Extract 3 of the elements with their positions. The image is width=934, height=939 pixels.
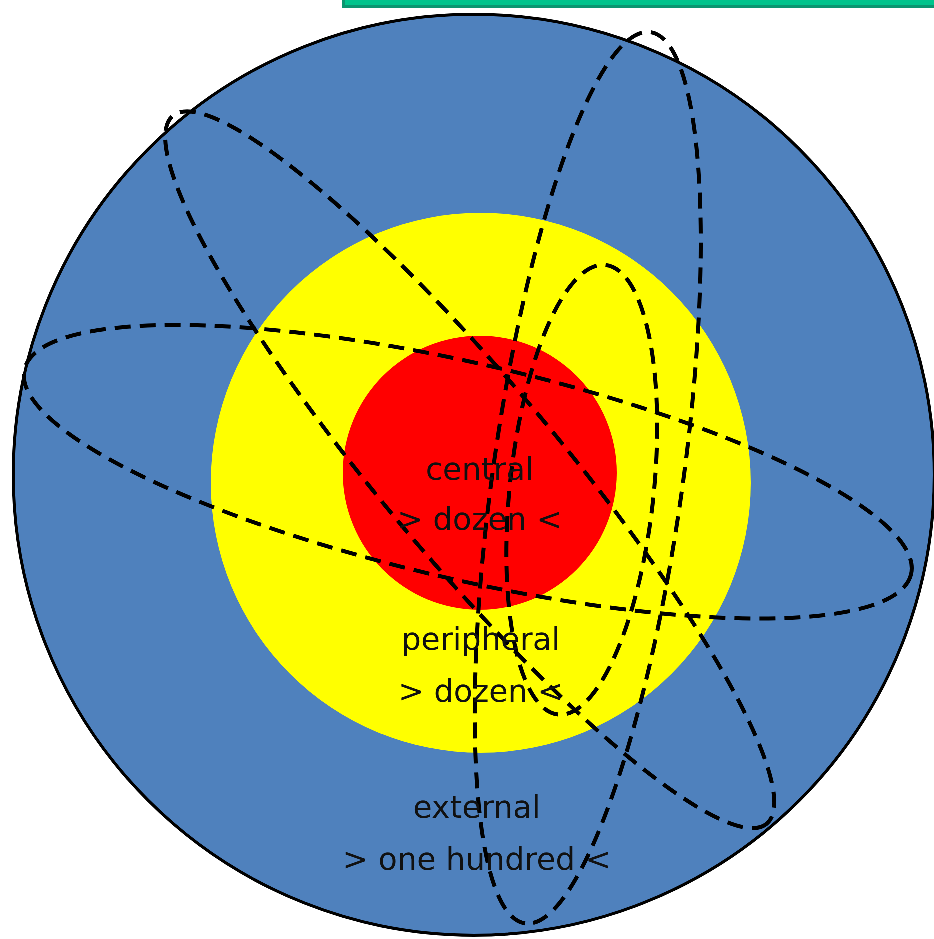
count-label: > one hundred < — [342, 845, 612, 876]
zone-label: external — [413, 793, 541, 824]
count-label: > dozen < — [397, 505, 563, 536]
